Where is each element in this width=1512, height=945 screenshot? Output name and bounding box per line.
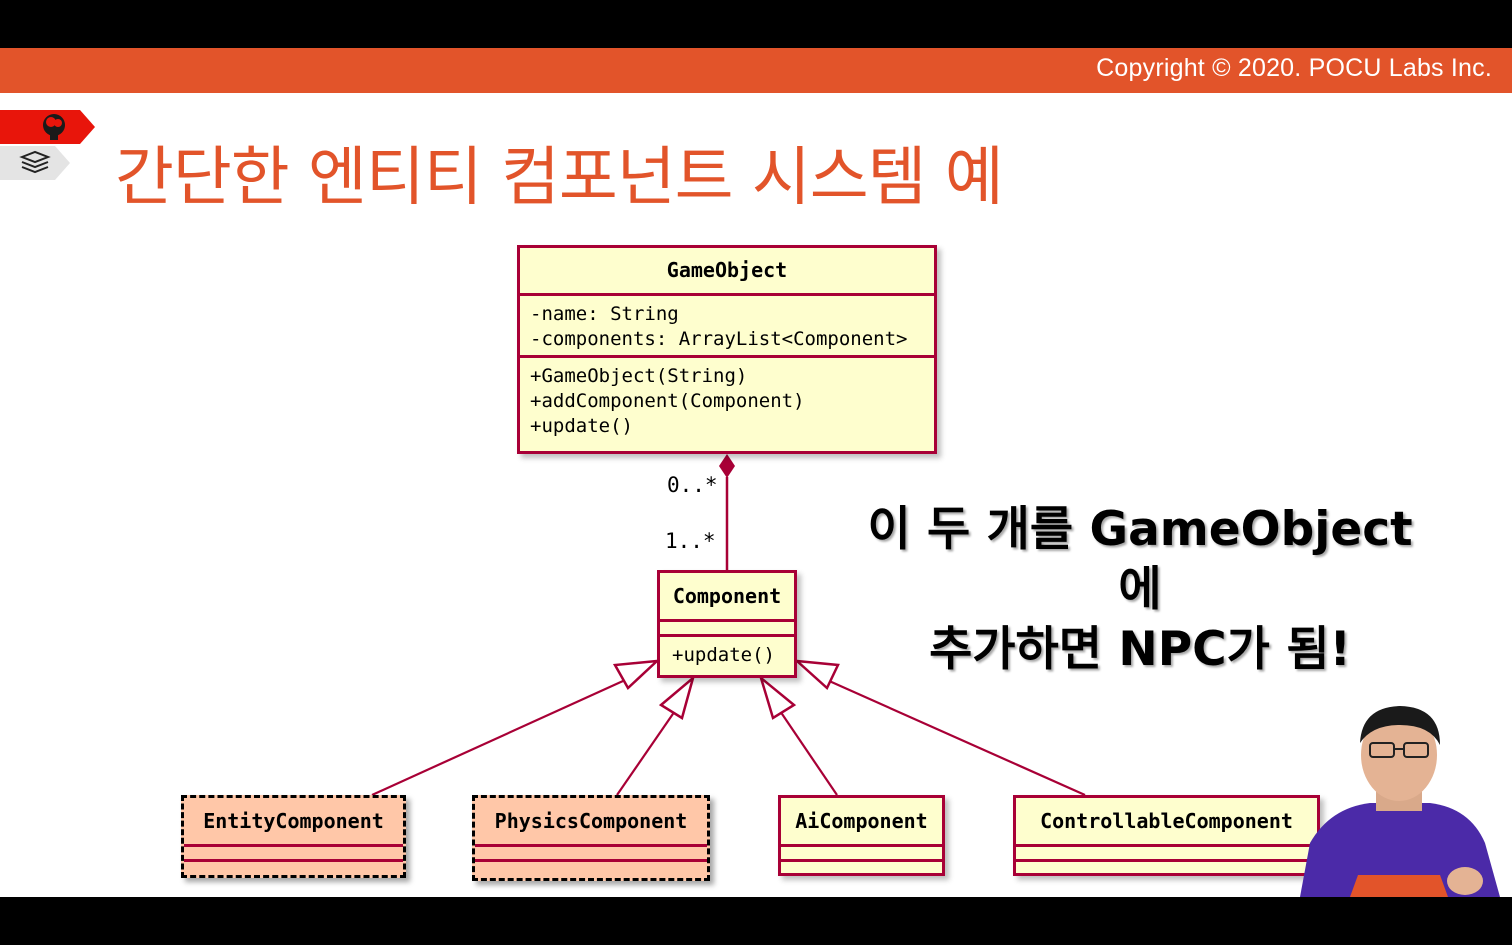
- controllable-component-class-box: ControllableComponent: [1013, 795, 1320, 876]
- relationship-lines: [371, 454, 1086, 797]
- gameobject-class-box: GameObject -name: String -components: Ar…: [517, 245, 937, 454]
- method-update: +update(): [530, 415, 633, 437]
- class-fields: -name: String -components: ArrayList<Com…: [520, 296, 934, 355]
- class-name: ControllableComponent: [1040, 809, 1293, 833]
- class-name: EntityComponent: [203, 809, 384, 833]
- multiplicity-bottom: 1..*: [665, 529, 716, 553]
- class-methods: +update(): [660, 637, 794, 668]
- class-name: AiComponent: [795, 809, 928, 833]
- field-components: -components: ArrayList<Component>: [530, 328, 908, 350]
- component-class-box: Component +update(): [657, 570, 797, 678]
- method-constructor: +GameObject(String): [530, 365, 748, 387]
- video-letterbox-top: [0, 0, 1512, 48]
- header-strip: Copyright © 2020. POCU Labs Inc.: [0, 48, 1512, 93]
- presenter-video-overlay: [1300, 706, 1500, 897]
- slide-title: 간단한 엔티티 컴포넌트 시스템 예: [115, 141, 1004, 215]
- class-methods: +GameObject(String) +addComponent(Compon…: [520, 358, 934, 439]
- composition-diamond: [719, 454, 735, 478]
- copyright-text: Copyright © 2020. POCU Labs Inc.: [1096, 54, 1492, 82]
- method-update: +update(): [672, 644, 775, 666]
- ai-component-class-box: AiComponent: [778, 795, 945, 876]
- stack-layers-icon: [0, 146, 70, 180]
- method-add-component: +addComponent(Component): [530, 390, 805, 412]
- video-letterbox-bottom: [0, 897, 1512, 945]
- entity-component-class-box: EntityComponent: [181, 795, 406, 878]
- physics-component-class-box: PhysicsComponent: [472, 795, 710, 881]
- slide: Copyright © 2020. POCU Labs Inc. 간단한 엔티티…: [0, 48, 1512, 897]
- callout-text: 이 두 개를 GameObject에 추가하면 NPC가 됨!: [860, 500, 1420, 680]
- class-name: PhysicsComponent: [494, 809, 688, 833]
- callout-line-2: 추가하면 NPC가 됨!: [929, 622, 1351, 677]
- callout-line-1: 이 두 개를 GameObject에: [867, 502, 1413, 617]
- field-name: -name: String: [530, 303, 679, 325]
- multiplicity-top: 0..*: [667, 473, 718, 497]
- brain-head-icon: [0, 110, 95, 144]
- class-name: Component: [672, 584, 782, 608]
- class-name: GameObject: [666, 258, 788, 282]
